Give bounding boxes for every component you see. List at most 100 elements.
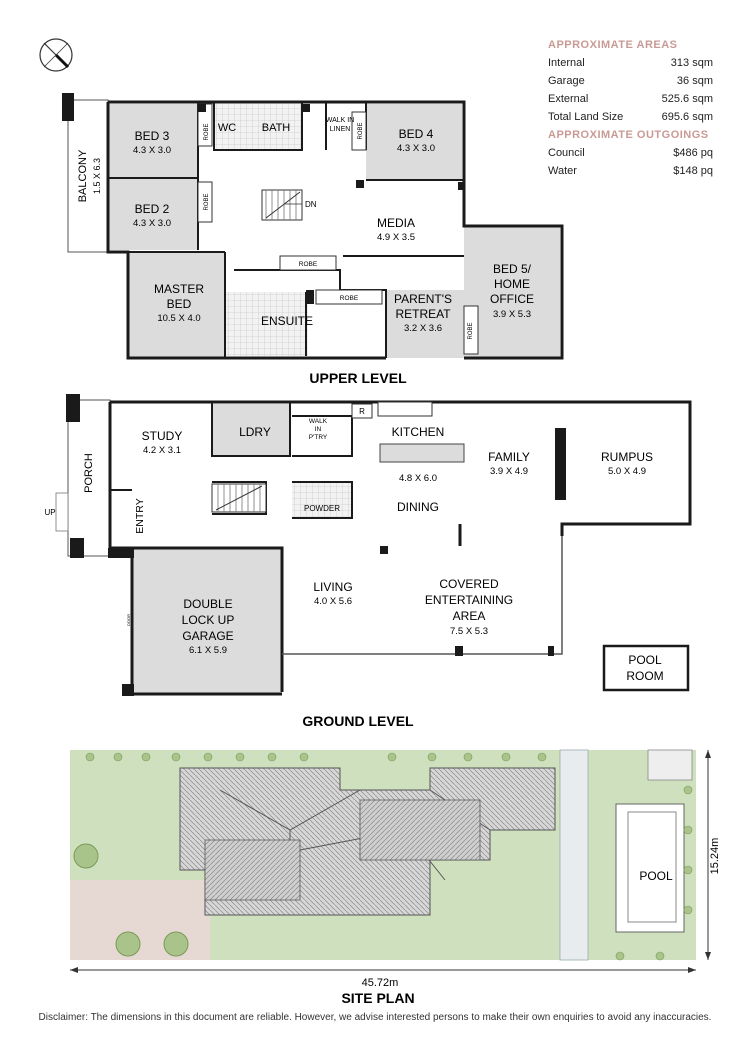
garage-label-2: LOCK UP xyxy=(182,613,235,627)
kitchen-label: KITCHEN xyxy=(392,425,445,439)
robe-label-master: ROBE xyxy=(299,261,318,268)
parents-dim: 3.2 X 3.6 xyxy=(404,323,442,334)
pool-room-label-2: ROOM xyxy=(626,669,663,683)
robe-label-parents: ROBE xyxy=(340,295,359,302)
powder-room xyxy=(292,482,352,518)
robe-label-bed2: ROBE xyxy=(204,193,210,210)
garage-room xyxy=(132,548,282,694)
entry-label: ENTRY xyxy=(134,498,146,533)
bed5-label-1: BED 5/ xyxy=(493,262,532,276)
powder-label: POWDER xyxy=(304,504,340,513)
bath-label: BATH xyxy=(262,122,291,134)
kitchen-island xyxy=(379,443,465,463)
site-depth-label: 15.24m xyxy=(709,838,721,875)
study-dim: 4.2 X 3.1 xyxy=(143,445,181,456)
bed2-dim: 4.3 X 3.0 xyxy=(133,218,171,229)
master-bed-room xyxy=(128,252,225,358)
walkin-linen-label-1: WALK IN xyxy=(326,117,355,124)
porch-label: PORCH xyxy=(83,453,95,493)
bed3-room xyxy=(108,104,198,178)
bed2-label: BED 2 xyxy=(135,202,170,216)
wc-label: WC xyxy=(218,122,236,134)
laundry-label: LDRY xyxy=(239,425,271,439)
pantry-label-1: WALK xyxy=(309,418,328,425)
balcony-dim: 1.5 X 6.3 xyxy=(92,158,102,194)
north-compass-icon xyxy=(39,38,73,72)
balcony-area xyxy=(67,99,109,253)
parents-retreat-room xyxy=(386,290,464,358)
site-plan-title: SITE PLAN xyxy=(341,990,414,1006)
family-dim: 3.9 X 4.9 xyxy=(490,466,528,477)
bed3-dim: 4.3 X 3.0 xyxy=(133,145,171,156)
outgoing-row-council: Council$486 pq xyxy=(548,147,713,159)
bed2-room xyxy=(108,178,198,250)
ground-level-plan: STUDY 4.2 X 3.1 LDRY WALK IN P'TRY R KIT… xyxy=(44,394,692,729)
master-label-2: BED xyxy=(167,297,192,311)
up-label: UP xyxy=(44,508,55,517)
master-dim: 10.5 X 4.0 xyxy=(157,313,200,324)
site-pool xyxy=(627,811,677,923)
garage-label-3: GARAGE xyxy=(182,629,233,643)
bed4-label: BED 4 xyxy=(399,127,434,141)
living-dim: 4.0 X 5.6 xyxy=(314,596,352,607)
outgoings-heading: APPROXIMATE OUTGOINGS xyxy=(548,129,709,141)
bed5-dim: 3.9 X 5.3 xyxy=(493,309,531,320)
master-label-1: MASTER xyxy=(154,282,204,296)
bed4-dim: 4.3 X 3.0 xyxy=(397,143,435,154)
ground-level-title: GROUND LEVEL xyxy=(302,713,414,729)
bed4-room xyxy=(366,104,462,180)
garage-label-1: DOUBLE xyxy=(183,597,232,611)
balcony-label: BALCONY xyxy=(77,149,89,202)
robe-label-bed5: ROBE xyxy=(468,322,474,339)
site-plan: POOL 45.72m 15.24m SITE PLAN xyxy=(70,749,721,1006)
disclaimer-text: Disclaimer: The dimensions in this docum… xyxy=(38,1012,712,1023)
covered-label-2: ENTERTAINING xyxy=(425,593,513,607)
robe-label-bed3: ROBE xyxy=(204,123,210,140)
media-label: MEDIA xyxy=(377,216,415,230)
pantry-label-2: IN xyxy=(315,426,322,433)
bed5-label-3: OFFICE xyxy=(490,292,534,306)
family-label: FAMILY xyxy=(488,450,530,464)
rumpus-dim: 5.0 X 4.9 xyxy=(608,466,646,477)
parents-label-1: PARENT'S xyxy=(394,292,452,306)
garage-dim: 6.1 X 5.9 xyxy=(189,645,227,656)
site-width-label: 45.72m xyxy=(362,977,399,989)
covered-dim: 7.5 X 5.3 xyxy=(450,626,488,637)
pool-room xyxy=(602,644,690,692)
fridge-label: R xyxy=(359,407,365,416)
study-label: STUDY xyxy=(142,429,183,443)
areas-heading: APPROXIMATE AREAS xyxy=(548,39,678,51)
site-trees xyxy=(73,843,189,957)
covered-label-3: AREA xyxy=(453,609,486,623)
ensuite-label: ENSUITE xyxy=(261,314,313,328)
upper-level-title: UPPER LEVEL xyxy=(309,370,407,386)
stair-down-label: DN xyxy=(305,200,317,209)
parents-label-2: RETREAT xyxy=(395,307,451,321)
outgoing-row-water: Water$148 pq xyxy=(548,165,713,177)
site-pool-label: POOL xyxy=(639,869,673,883)
pantry-label-3: P'TRY xyxy=(309,434,328,441)
bath-room xyxy=(214,104,302,150)
rumpus-label: RUMPUS xyxy=(601,450,653,464)
kitchen-dim: 4.8 X 6.0 xyxy=(399,473,437,484)
media-dim: 4.9 X 3.5 xyxy=(377,232,415,243)
living-label: LIVING xyxy=(313,580,352,594)
upper-stairs xyxy=(261,189,303,221)
dining-label: DINING xyxy=(397,500,439,514)
pool-room-label-1: POOL xyxy=(628,653,662,667)
upper-level-plan: BALCONY 1.5 X 6.3 BED 3 4.3 X 3.0 BED 2 … xyxy=(62,93,564,386)
robe-label-bed4: ROBE xyxy=(358,122,364,139)
bed5-room xyxy=(464,226,560,358)
garage-door-label: DOOR xyxy=(126,614,131,626)
ground-stairs xyxy=(211,483,267,513)
laundry-room xyxy=(212,404,290,456)
walkin-linen-label-2: LINEN xyxy=(330,126,351,133)
ensuite-room xyxy=(226,292,308,356)
bed3-label: BED 3 xyxy=(135,129,170,143)
